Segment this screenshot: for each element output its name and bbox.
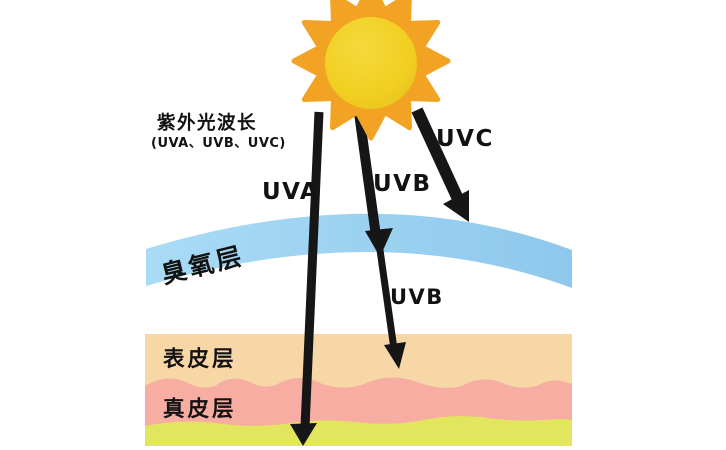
uva-arrow	[290, 111, 324, 446]
sun-icon	[291, 0, 451, 141]
uvb-arrow-upper	[354, 112, 393, 257]
ozone-layer-band	[146, 213, 572, 288]
uvb-lower-arrowhead	[384, 342, 406, 369]
uvb-label: UVB	[373, 171, 432, 197]
uvb-arrow-lower	[376, 249, 406, 369]
subcutis-layer	[145, 416, 572, 446]
sun-core	[325, 17, 417, 109]
uva-arrowhead	[290, 423, 317, 446]
legend-subtitle: (UVA、UVB、UVC)	[151, 136, 286, 151]
uvb-below-ozone-label: UVB	[390, 285, 444, 309]
uvc-arrow	[411, 107, 469, 222]
uvc-label: UVC	[436, 126, 494, 152]
uva-label: UVA	[262, 179, 319, 205]
legend-title: 紫外光波长	[157, 112, 257, 134]
epidermis-label: 表皮层	[163, 346, 237, 372]
dermis-label: 真皮层	[163, 396, 237, 422]
uvb-upper-arrowhead	[365, 228, 393, 257]
uvc-arrowhead	[443, 190, 469, 222]
